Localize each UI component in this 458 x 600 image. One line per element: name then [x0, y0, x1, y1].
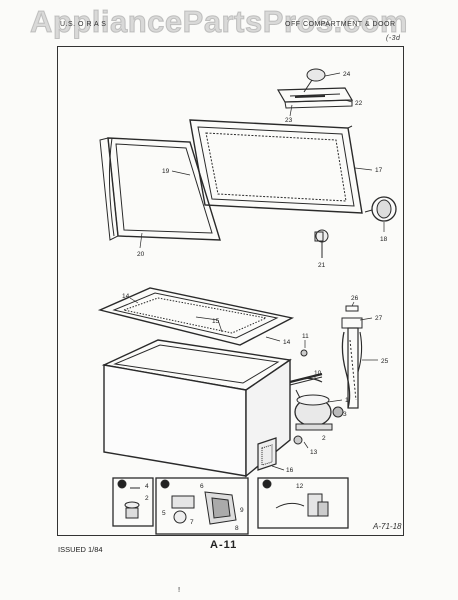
- callout-23: 23: [285, 117, 293, 124]
- callout-17: 17: [375, 167, 383, 174]
- lock-cylinder: [364, 196, 397, 222]
- drain-parts: [297, 349, 323, 383]
- control-assembly: [341, 305, 363, 409]
- callout-26: 26: [351, 295, 359, 302]
- watermark-text: AppliancePartsPros.com: [30, 4, 408, 40]
- leader-lines: [129, 72, 385, 471]
- corner-mark: (-3d: [386, 35, 401, 42]
- lid-inner-panel: [189, 119, 363, 214]
- callout-2: 2: [322, 435, 326, 442]
- inset-callout-7: 7: [190, 519, 194, 526]
- inset-panel-2: [112, 477, 154, 527]
- drawing-reference: A-71-18: [373, 522, 402, 531]
- compressor: [294, 389, 333, 431]
- diagram-frame: [57, 46, 404, 536]
- callout-18: 18: [380, 236, 388, 243]
- inset-marker-4: 4: [265, 482, 269, 489]
- bottom-mark: !: [178, 585, 181, 594]
- inset-callout-9: 9: [240, 507, 244, 514]
- hinge-assembly: [276, 68, 354, 109]
- inset-marker-2: 2: [120, 482, 124, 489]
- inset-callout-8: 8: [235, 525, 239, 532]
- inset-callout-6: 6: [200, 483, 204, 490]
- callout-24: 24: [343, 71, 351, 78]
- callout-14-bottom: 14: [283, 339, 291, 346]
- callout-15: 15: [212, 318, 220, 325]
- page-number: A-11: [210, 539, 238, 551]
- inset-panel-3: [155, 477, 249, 535]
- callout-27: 27: [375, 315, 383, 322]
- header-left-text: U.S. O R A S: [60, 21, 107, 28]
- inset-callout-4: 4: [145, 483, 149, 490]
- cabinet-body: [101, 339, 323, 478]
- lock-key: [314, 229, 329, 258]
- callout-1: 1: [345, 397, 349, 404]
- callout-10: 10: [314, 370, 322, 377]
- callout-19: 19: [162, 168, 170, 175]
- callout-22: 22: [355, 100, 363, 107]
- issued-date: ISSUED 1/84: [58, 545, 103, 554]
- callout-3: 3: [343, 411, 347, 418]
- inset-callout-2: 2: [145, 495, 149, 502]
- callout-20: 20: [137, 251, 145, 258]
- inset-panel-4: [257, 477, 349, 529]
- callout-11: 11: [302, 333, 309, 340]
- inset-callout-12: 12: [296, 483, 304, 490]
- overload-protector: [332, 406, 344, 418]
- callout-16: 16: [286, 467, 294, 474]
- callout-14-top: 14: [122, 293, 130, 300]
- inset-callout-5: 5: [162, 510, 166, 517]
- inset-marker-3: 3: [163, 482, 167, 489]
- callout-25: 25: [381, 358, 389, 365]
- electrical-box: [257, 437, 277, 471]
- top-frame: [97, 287, 295, 346]
- header-right-text: OFF COMPARTMENT & DOOR: [285, 21, 396, 28]
- callout-13: 13: [310, 449, 318, 456]
- grommet: [293, 435, 303, 445]
- callout-21: 21: [318, 262, 326, 269]
